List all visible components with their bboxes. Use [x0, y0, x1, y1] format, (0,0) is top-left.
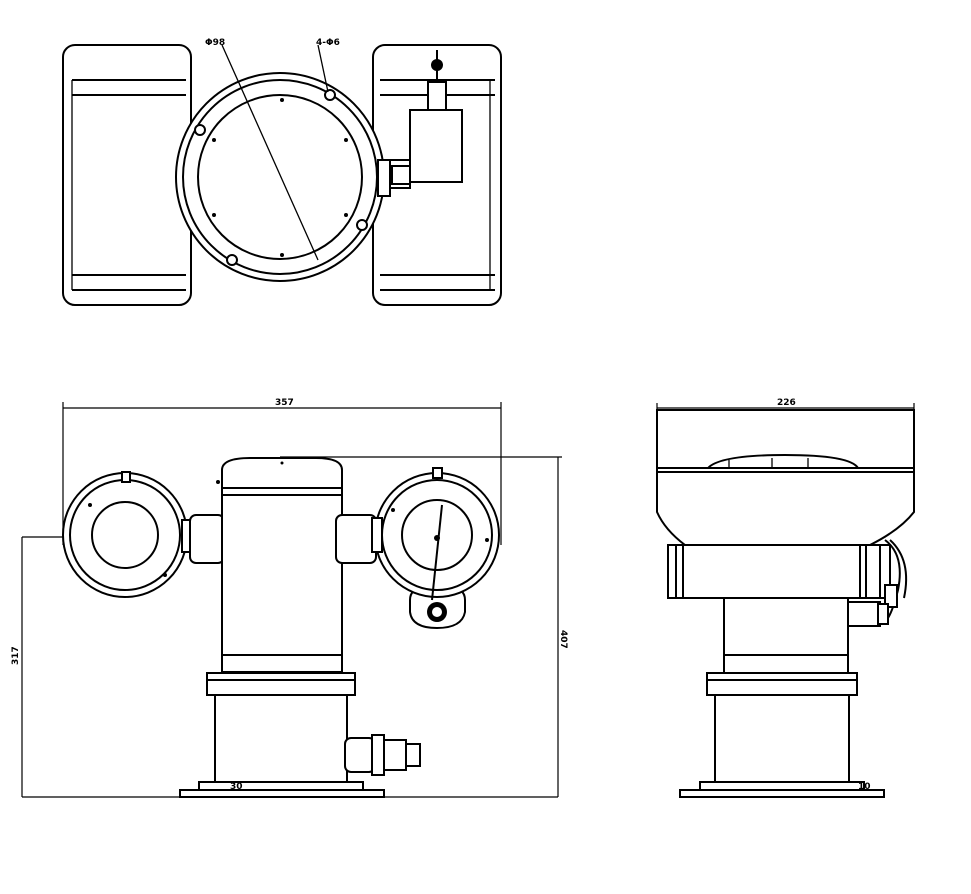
top-flange [175, 44, 391, 282]
front-left-arm [189, 514, 225, 564]
side-width-label: 226 [777, 398, 796, 408]
front-height-label-left: 317 [11, 646, 21, 665]
front-width-label: 357 [275, 398, 294, 408]
front-base-label: 30 [230, 782, 243, 792]
top-view: Φ98 4-Φ6 [62, 38, 502, 306]
front-view: 357 407 317 [11, 398, 568, 798]
top-callout-2: 4-Φ6 [316, 38, 340, 48]
top-right-housing [372, 44, 502, 306]
front-center-body: 30 [179, 457, 385, 798]
side-sunshield [656, 409, 915, 546]
front-right-camera [371, 467, 500, 630]
front-width-dimension: 357 [62, 398, 502, 545]
side-base-label: 10 [858, 782, 871, 792]
front-left-camera [62, 471, 193, 598]
side-view: 226 [656, 398, 915, 798]
side-camera-body [667, 539, 908, 619]
front-height-dimension-right: 407 [280, 456, 568, 797]
front-height-label-right: 407 [558, 630, 568, 649]
top-left-housing [62, 44, 192, 306]
front-right-arm [335, 514, 377, 564]
front-cable-connector [344, 734, 421, 776]
top-callout-1: Φ98 [205, 38, 225, 48]
side-column: 10 [679, 597, 889, 798]
